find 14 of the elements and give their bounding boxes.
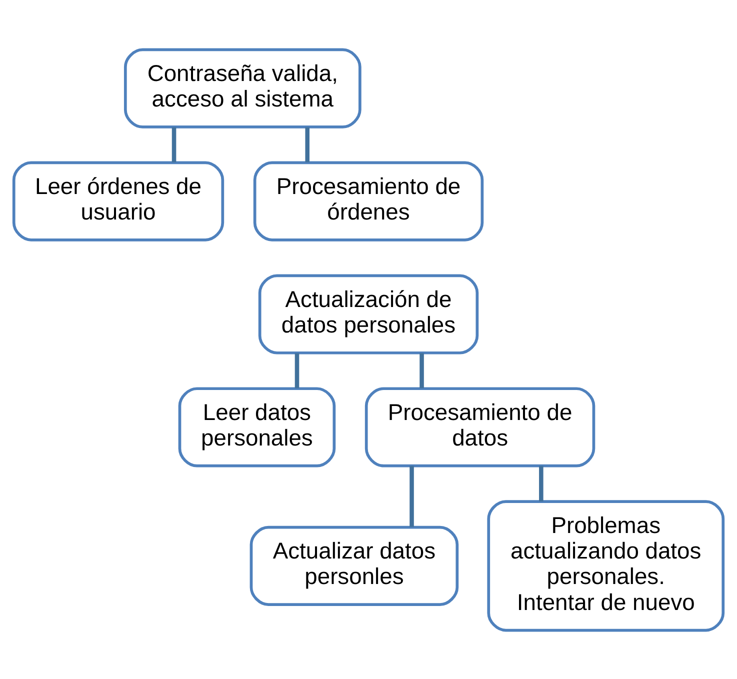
node-box: Leer datos personales <box>178 386 336 467</box>
node-box: Procesamiento de órdenes <box>253 160 484 241</box>
node-box: Actualización de datos personales <box>258 274 479 354</box>
connector <box>410 465 414 527</box>
connector <box>294 352 300 388</box>
node-box: Contraseña valida, acceso al sistema <box>124 48 362 128</box>
connector <box>172 126 176 162</box>
node-box: Leer órdenes de usuario <box>12 160 224 241</box>
connector <box>420 352 424 388</box>
connector <box>305 126 310 162</box>
connector <box>539 465 544 501</box>
node-box: Problemas actualizando datos personales. Intentar de nuevo <box>487 500 725 632</box>
node-box: Actualizar datos personles <box>250 525 459 606</box>
node-box: Procesamiento de datos <box>364 386 596 467</box>
